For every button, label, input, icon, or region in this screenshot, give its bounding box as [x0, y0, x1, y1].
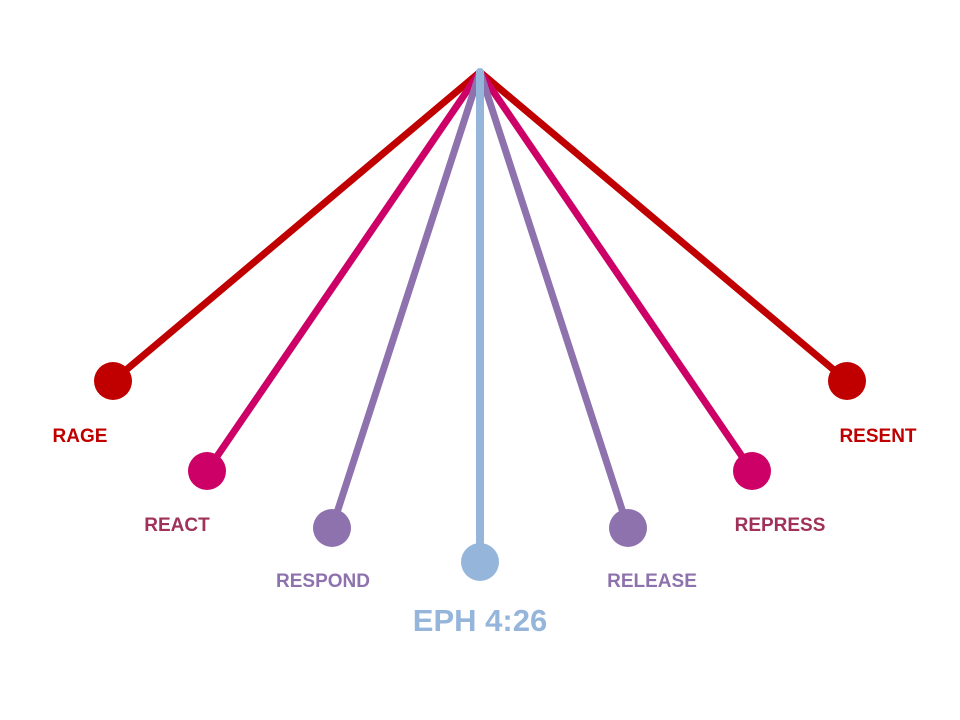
bob-repress [733, 452, 771, 490]
label-release: RELEASE [607, 571, 697, 592]
line-react [203, 68, 484, 475]
bob-react [188, 452, 226, 490]
line-respond [328, 68, 484, 532]
label-react: REACT [144, 515, 210, 536]
bob-release [609, 509, 647, 547]
line-rage [109, 68, 484, 385]
bob-center [461, 543, 499, 581]
bob-respond [313, 509, 351, 547]
bob-resent [828, 362, 866, 400]
bob-rage [94, 362, 132, 400]
line-repress [476, 68, 756, 475]
label-center: EPH 4:26 [413, 603, 547, 638]
line-release [476, 68, 632, 532]
line-resent [476, 68, 851, 385]
label-repress: REPRESS [735, 515, 826, 536]
label-resent: RESENT [839, 426, 916, 447]
label-rage: RAGE [53, 426, 108, 447]
label-respond: RESPOND [276, 571, 370, 592]
